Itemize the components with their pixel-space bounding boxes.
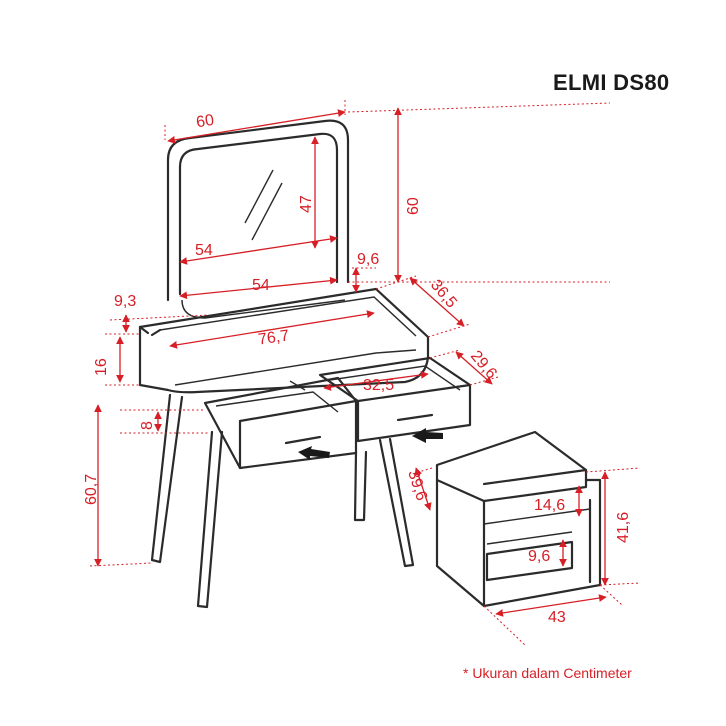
drawer-arrows	[298, 428, 443, 460]
right-drawer	[318, 356, 472, 443]
dim-apron-height: 16	[93, 358, 110, 376]
dim-stool-height: 41,6	[615, 512, 632, 543]
table-legs	[150, 393, 415, 609]
dim-table-depth: 36,5	[427, 277, 460, 312]
dim-stool-width: 43	[548, 609, 566, 626]
dim-glass-width: 54	[195, 242, 213, 259]
left-drawer	[203, 376, 358, 470]
dimension-lines	[89, 100, 641, 646]
dim-drawer-depth: 29,6	[467, 348, 500, 383]
stool	[435, 430, 602, 608]
dim-drawer-height: 8	[139, 421, 156, 430]
dim-leg-height: 60,7	[83, 474, 100, 505]
dim-drawer-width: 32,5	[363, 377, 394, 394]
dim-table-width: 76,7	[257, 327, 290, 348]
dim-stool-drawer: 9,6	[528, 548, 550, 565]
dim-mirror-width: 60	[195, 112, 215, 132]
dim-top-offset: 9,3	[114, 293, 136, 310]
dim-stool-depth: 39,6	[404, 468, 430, 503]
dim-base-gap: 9,6	[357, 251, 379, 268]
dim-mirror-height: 60	[405, 197, 422, 215]
dim-stool-shelf: 14,6	[534, 497, 565, 514]
product-title: ELMI DS80	[553, 70, 670, 95]
unit-note: * Ukuran dalam Centimeter	[463, 665, 632, 681]
dim-glass-height: 47	[298, 195, 315, 213]
dim-base-width: 54	[252, 277, 270, 294]
